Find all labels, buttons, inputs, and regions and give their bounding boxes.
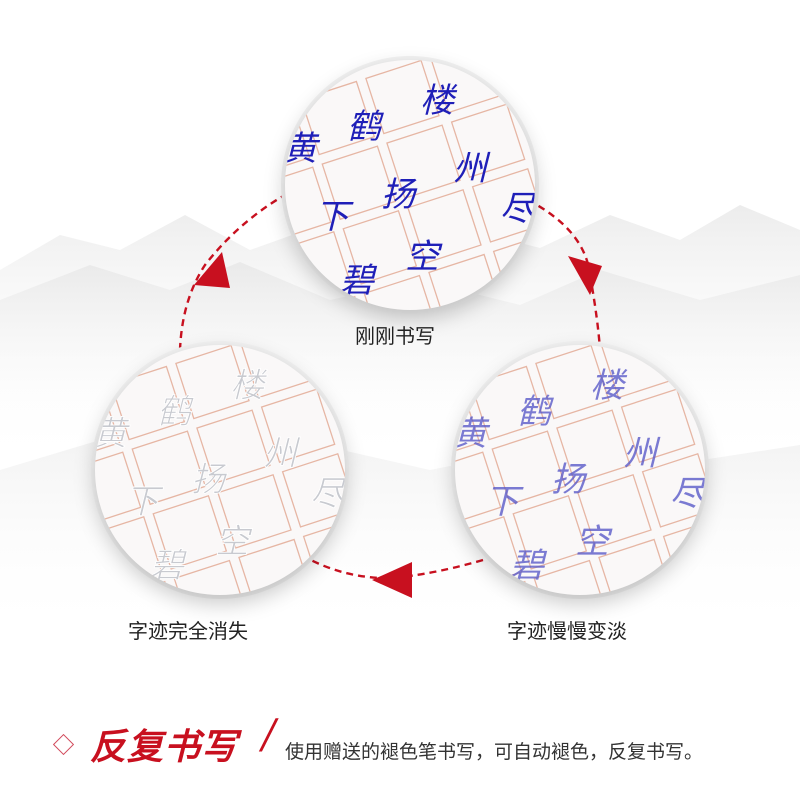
char-3: 楼 [420, 81, 458, 121]
worksheet-grid: 黄 鹤 楼 下 扬 州 尽 碧 空 [285, 60, 535, 310]
char-2: 鹤 [157, 392, 194, 432]
char-6: 州 [453, 149, 491, 189]
char-3: 楼 [590, 366, 628, 406]
char-8: 碧 [150, 546, 188, 586]
arrow-bottom-icon [372, 562, 412, 598]
char-6: 州 [263, 434, 301, 474]
char-5: 扬 [381, 175, 418, 215]
char-4: 下 [485, 482, 524, 522]
char-1: 黄 [285, 129, 321, 169]
char-2: 鹤 [347, 107, 384, 147]
label-just-written: 刚刚书写 [355, 324, 435, 348]
char-7: 尽 [500, 189, 535, 229]
worksheet-grid: 黄 鹤 楼 下 扬 州 尽 碧 空 [95, 345, 345, 595]
footer-title: 反复书写 [90, 726, 239, 768]
slash-divider-icon: / [262, 712, 276, 758]
char-7: 尽 [310, 474, 345, 514]
arrow-left-icon [194, 252, 230, 288]
char-4: 下 [125, 482, 164, 522]
char-7: 尽 [670, 474, 705, 514]
char-2: 鹤 [517, 392, 554, 432]
sample-fading: 黄 鹤 楼 下 扬 州 尽 碧 空 [455, 345, 705, 595]
char-9: 空 [215, 522, 253, 562]
sample-just-written: 黄 鹤 楼 下 扬 州 尽 碧 空 [285, 60, 535, 310]
char-4: 下 [315, 197, 354, 237]
char-8: 碧 [510, 546, 548, 586]
worksheet-grid: 黄 鹤 楼 下 扬 州 尽 碧 空 [455, 345, 705, 595]
char-5: 扬 [551, 460, 588, 500]
label-disappeared: 字迹完全消失 [128, 619, 248, 643]
footer-description: 使用赠送的褪色笔书写，可自动褪色，反复书写。 [285, 741, 704, 763]
arrow-right-icon [568, 256, 602, 295]
char-1: 黄 [455, 414, 491, 454]
char-5: 扬 [191, 460, 228, 500]
char-6: 州 [623, 434, 661, 474]
char-9: 空 [405, 237, 443, 277]
sample-disappeared: 黄 鹤 楼 下 扬 州 尽 碧 空 [95, 345, 345, 595]
label-fading: 字迹慢慢变淡 [507, 619, 627, 643]
char-3: 楼 [230, 366, 268, 406]
char-9: 空 [575, 522, 613, 562]
char-1: 黄 [95, 414, 131, 454]
char-8: 碧 [340, 261, 378, 301]
